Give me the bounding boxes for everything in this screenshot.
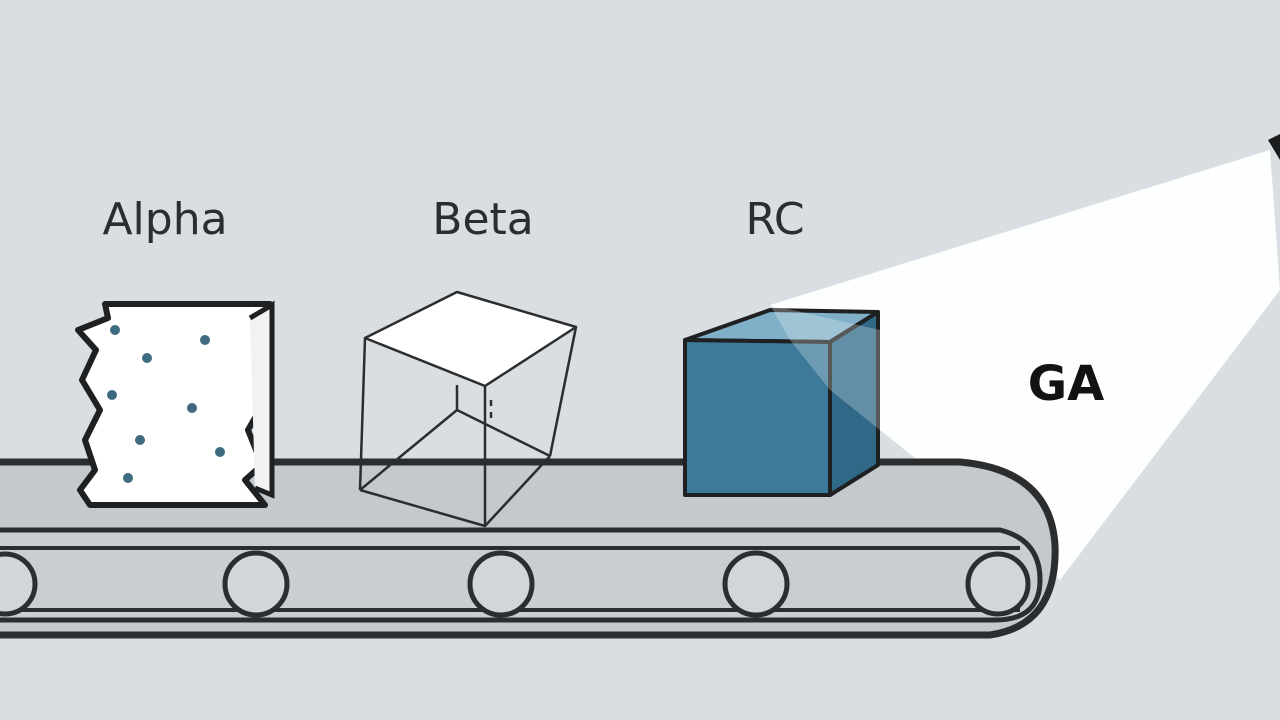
roller — [222, 550, 290, 618]
roller — [965, 551, 1031, 617]
spotlight-overlay — [770, 305, 880, 430]
stage-label-alpha: Alpha — [102, 194, 228, 245]
stage-label-beta: Beta — [432, 194, 534, 245]
roller — [0, 551, 38, 617]
conveyor-rollers — [0, 550, 1031, 618]
spotlight-source-icon — [1268, 134, 1280, 160]
beta-wireframe-cube — [358, 290, 578, 528]
rc-cube — [683, 308, 880, 497]
roller — [467, 550, 535, 618]
stage-label-rc: RC — [745, 194, 805, 245]
stage-label-ga: GA — [1027, 356, 1105, 412]
roller — [722, 550, 790, 618]
spotlight-beam — [770, 150, 1280, 580]
alpha-block — [75, 300, 275, 508]
